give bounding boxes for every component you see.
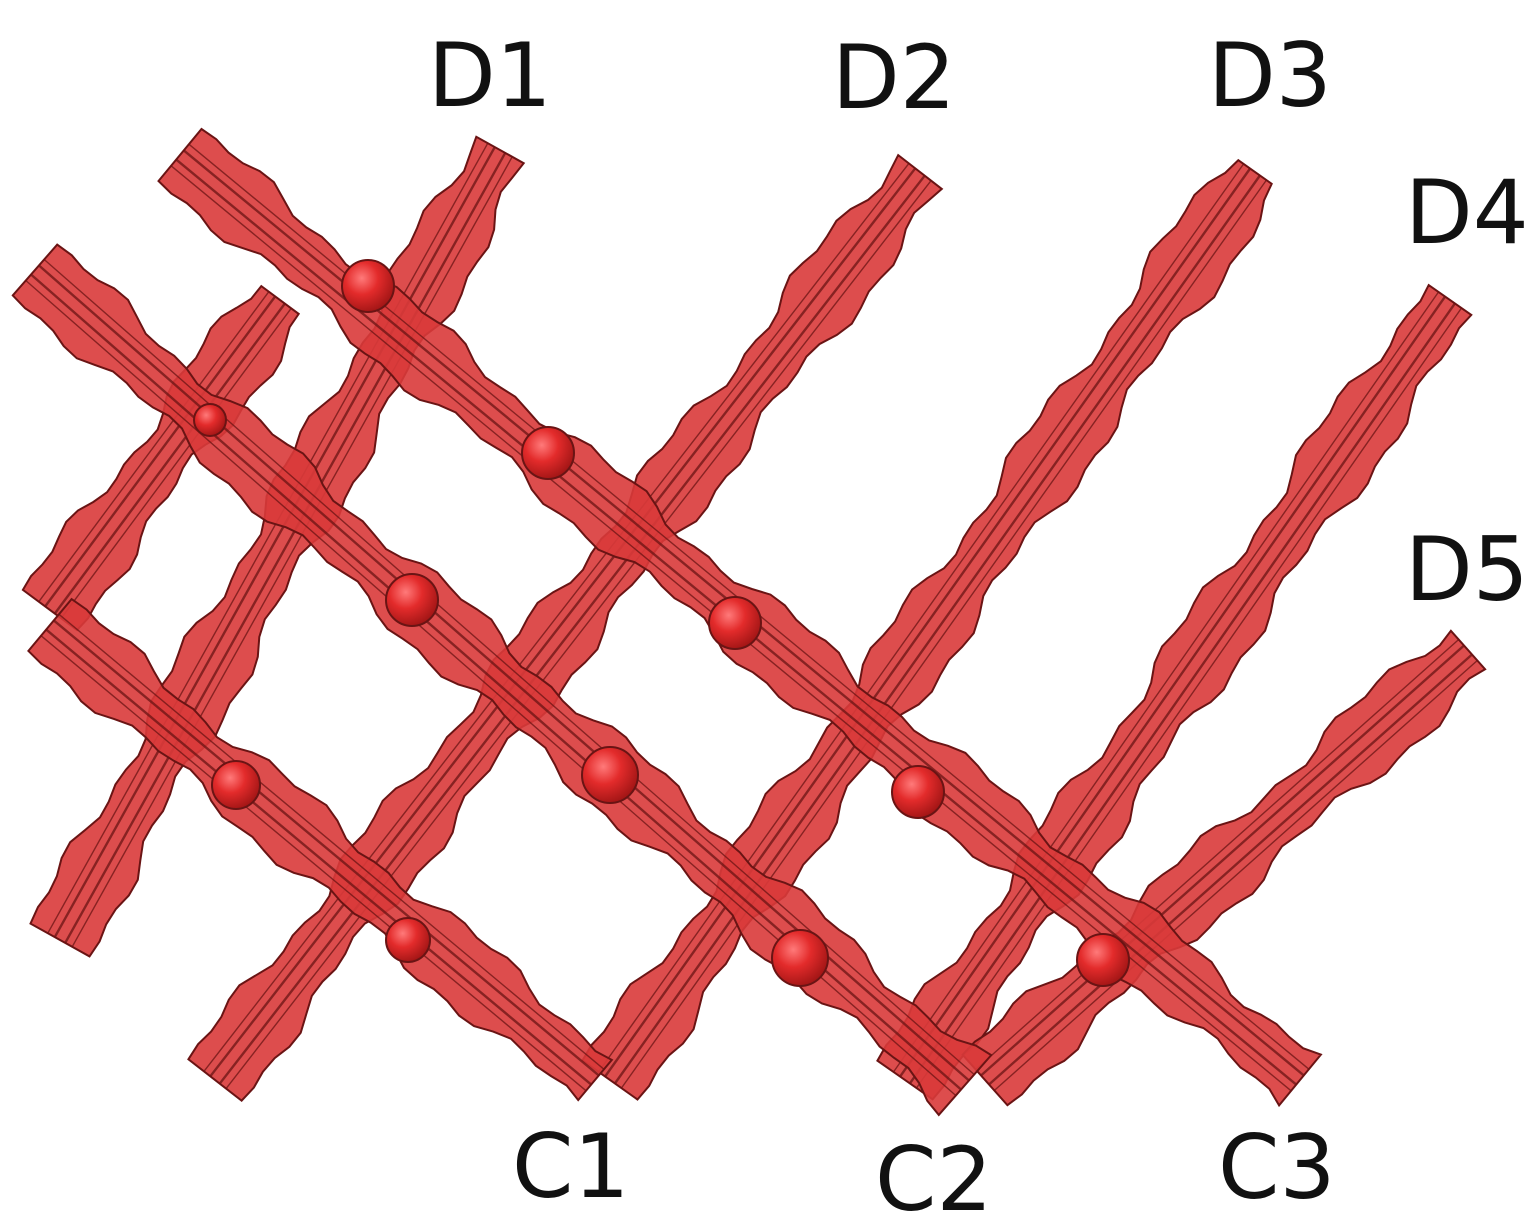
strut-dr-3-channel-line	[40, 635, 587, 1092]
strut-dr-3-channel-line	[45, 628, 592, 1086]
strut-ur-3-channel-line	[613, 174, 1261, 1085]
strut-ur-6-channel-line	[60, 307, 292, 619]
label-d3: D3	[1208, 24, 1332, 127]
joint-node-10	[771, 929, 829, 987]
joint-node-6	[211, 760, 261, 810]
strut-ur-5-channel-line	[988, 653, 1473, 1086]
label-d4: D4	[1405, 161, 1529, 264]
strut-ur-4	[876, 283, 1473, 1101]
strut-ur-5-channel-line	[993, 659, 1478, 1092]
strut-dr-3-channel-line	[53, 619, 600, 1077]
joint-node-4	[385, 573, 439, 627]
strut-ur-4-channel-line	[899, 295, 1447, 1078]
strut-ur-3-channel-line	[620, 179, 1267, 1089]
strut-dr-3-channel-line	[58, 613, 605, 1070]
strut-ur-3-channel-line	[598, 163, 1245, 1073]
label-c3: C3	[1218, 1116, 1335, 1219]
strut-ur-2-channel-line	[225, 180, 932, 1090]
joint-node-1	[341, 259, 395, 313]
label-c1: C1	[512, 1115, 629, 1218]
label-d5: D5	[1405, 518, 1529, 621]
strut-dr-3	[27, 597, 614, 1102]
strut-ur-5-channel-line	[975, 638, 1460, 1071]
strut-dr-3-body	[27, 597, 614, 1102]
strut-ur-2-channel-line	[218, 174, 926, 1085]
strut-ur-2-channel-line	[203, 162, 910, 1072]
joint-node-3	[521, 426, 575, 480]
strut-ur-3-channel-line	[604, 167, 1252, 1078]
joint-node-8	[891, 765, 945, 819]
strut-ur-6	[21, 284, 301, 632]
label-d1: D1	[428, 24, 552, 127]
strut-ur-4-channel-line	[915, 307, 1463, 1089]
strut-ur-4-channel-line	[892, 291, 1440, 1073]
joint-node-9	[385, 917, 431, 963]
strut-dr-2-body	[11, 243, 993, 1117]
strut-ur-3	[581, 158, 1273, 1101]
label-d2: D2	[832, 26, 956, 129]
joint-node-7	[581, 746, 639, 804]
strut-ur-1-channel-line	[64, 152, 507, 944]
lattice-nodes	[193, 259, 1130, 987]
strut-ur-6-channel-line	[44, 295, 277, 608]
label-c2: C2	[875, 1128, 992, 1221]
joint-node-5	[708, 596, 762, 650]
strut-ur-6-channel-line	[53, 302, 286, 615]
strut-ur-4-channel-line	[908, 302, 1456, 1085]
strut-ur-2-channel-line	[209, 167, 917, 1078]
strut-ur-1-channel-line	[53, 146, 496, 938]
joint-node-2	[193, 403, 227, 437]
strut-ur-5-channel-line	[980, 644, 1465, 1077]
joint-node-11	[1076, 933, 1130, 987]
strut-labels: D1 D2 D3 D4 D5 C1 C2 C3	[428, 24, 1529, 1221]
lattice-struts	[11, 127, 1487, 1117]
strut-ur-1-channel-line	[71, 156, 513, 948]
strut-ur-1-channel-line	[47, 142, 489, 934]
strut-ur-5	[961, 629, 1487, 1107]
strut-ur-6-channel-line	[38, 291, 270, 603]
